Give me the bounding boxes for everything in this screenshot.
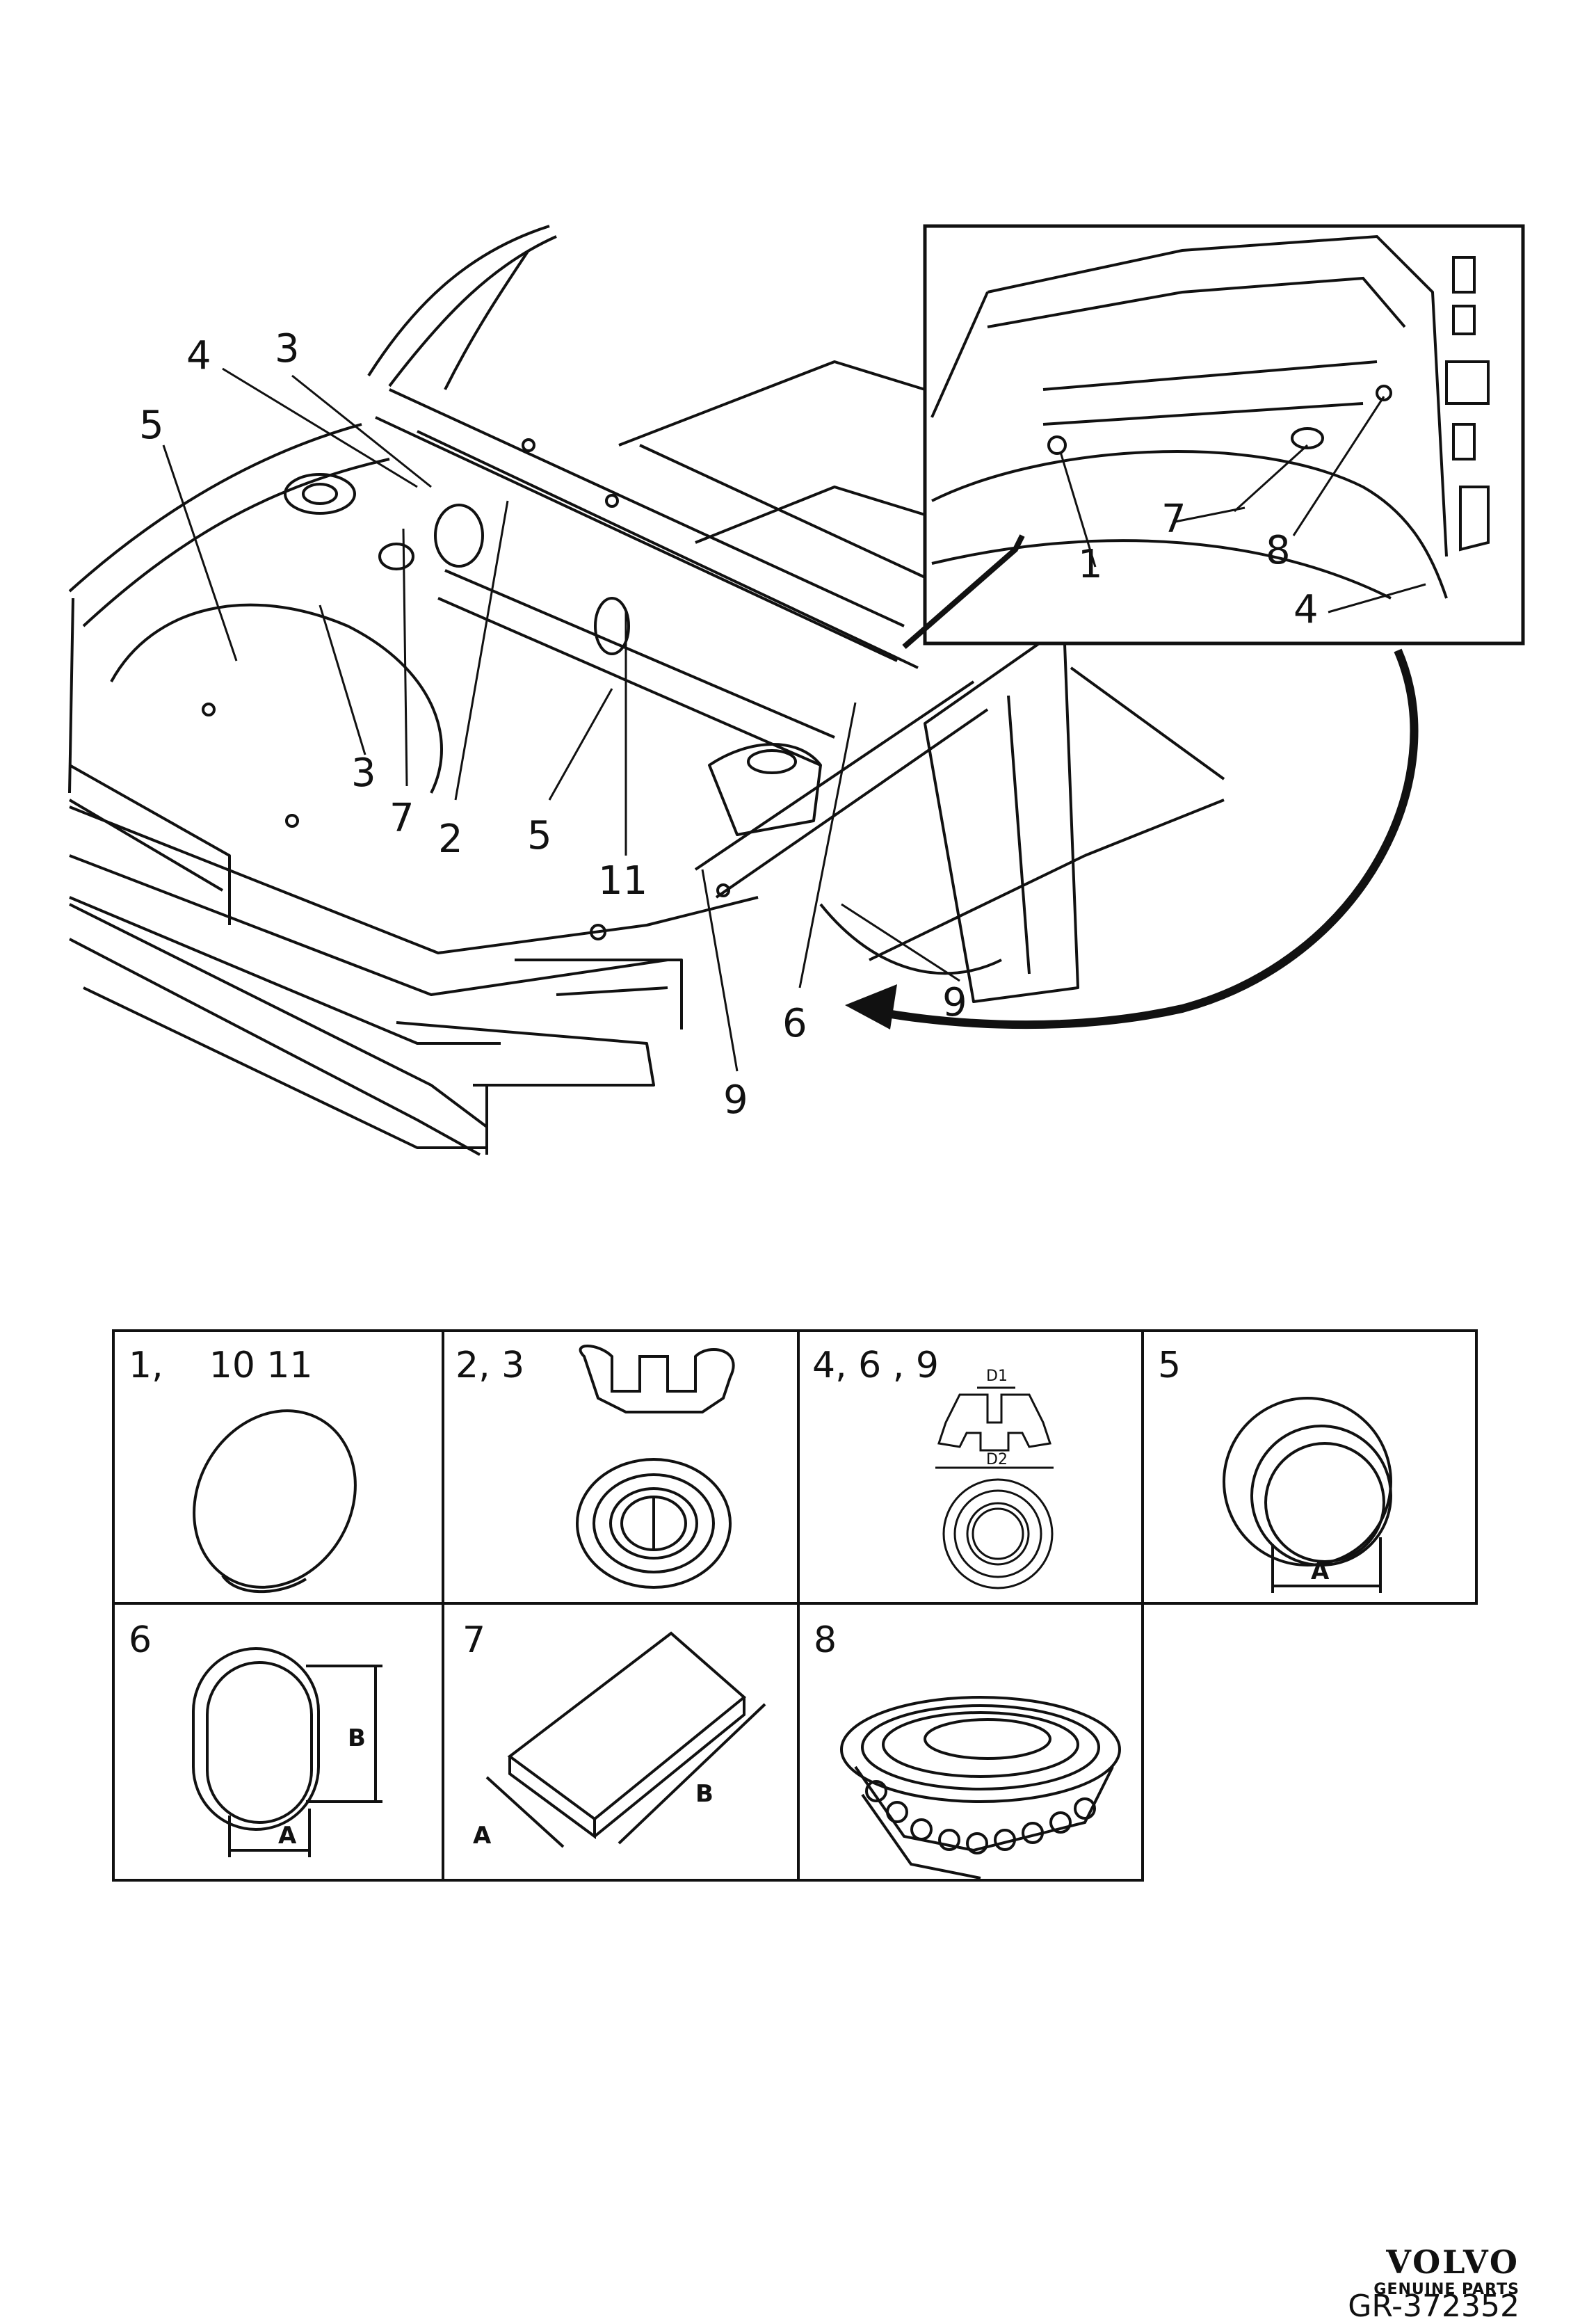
callout-4-left: 4 xyxy=(186,333,211,378)
callout-2: 2 xyxy=(438,817,463,862)
callout-7-main: 7 xyxy=(389,796,414,841)
cell-label-4: 5 xyxy=(1158,1345,1181,1386)
cell-labels: 1, 10 11 2, 3 4, 6 , 9 5 6 7 8 xyxy=(129,1345,1181,1661)
dim-a-round: A xyxy=(1311,1557,1330,1585)
callout-11: 11 xyxy=(598,858,647,904)
callout-7-inset: 7 xyxy=(1161,497,1186,542)
dim-d1: D1 xyxy=(986,1368,1008,1385)
callout-8: 8 xyxy=(1266,528,1291,573)
brand-name: VOLVO xyxy=(1386,2243,1520,2281)
grommet-illustration xyxy=(576,1345,735,1589)
oval-plug-illustration xyxy=(192,1647,382,1857)
callout-3-top: 3 xyxy=(275,326,300,371)
plug-disc-illustration xyxy=(193,1409,357,1594)
cell-label-2: 2, 3 xyxy=(456,1345,524,1386)
callout-4-inset: 4 xyxy=(1293,587,1319,632)
brand-subtitle: GENUINE PARTS xyxy=(1373,2281,1520,2298)
callout-6: 6 xyxy=(782,1001,807,1046)
callout-numbers: 4 3 5 3 7 2 5 11 6 9 9 1 7 8 4 xyxy=(139,326,1319,1123)
cell-label-7: 8 xyxy=(814,1619,837,1661)
diagram-code: GR-372352 xyxy=(1348,2289,1520,2324)
cell-label-5: 6 xyxy=(129,1619,152,1661)
cell-label-6: 7 xyxy=(462,1619,485,1661)
car-front-structure xyxy=(68,225,1225,1156)
cell-label-1: 1, 10 11 xyxy=(129,1345,313,1386)
inset-detail xyxy=(923,224,1525,646)
volvo-logo: VOLVO GENUINE PARTS xyxy=(1373,2243,1520,2298)
inset-connector xyxy=(902,534,1025,650)
dim-a-pad: A xyxy=(473,1822,492,1850)
callout-5-center: 5 xyxy=(527,813,552,858)
dim-a-oval: A xyxy=(278,1822,297,1850)
callout-5-left: 5 xyxy=(139,403,164,448)
parts-table xyxy=(112,1329,1478,1882)
leader-lines xyxy=(162,367,960,1072)
round-plug-illustration xyxy=(1223,1397,1392,1593)
dim-b-oval: B xyxy=(348,1724,366,1752)
foam-pad-illustration xyxy=(485,1631,766,1848)
dim-d2: D2 xyxy=(986,1451,1008,1468)
callout-3-lower: 3 xyxy=(351,751,376,796)
callout-9-right: 9 xyxy=(942,980,967,1025)
callout-9-bottom: 9 xyxy=(723,1077,748,1123)
curved-arrow xyxy=(861,648,1419,1029)
cell-label-3: 4, 6 , 9 xyxy=(812,1345,939,1386)
dim-b-pad: B xyxy=(695,1780,714,1808)
grommet-d-illustration xyxy=(935,1386,1054,1589)
callout-1: 1 xyxy=(1078,542,1103,587)
arrow-head xyxy=(845,984,897,1029)
tape-roll-illustration xyxy=(840,1696,1121,1880)
